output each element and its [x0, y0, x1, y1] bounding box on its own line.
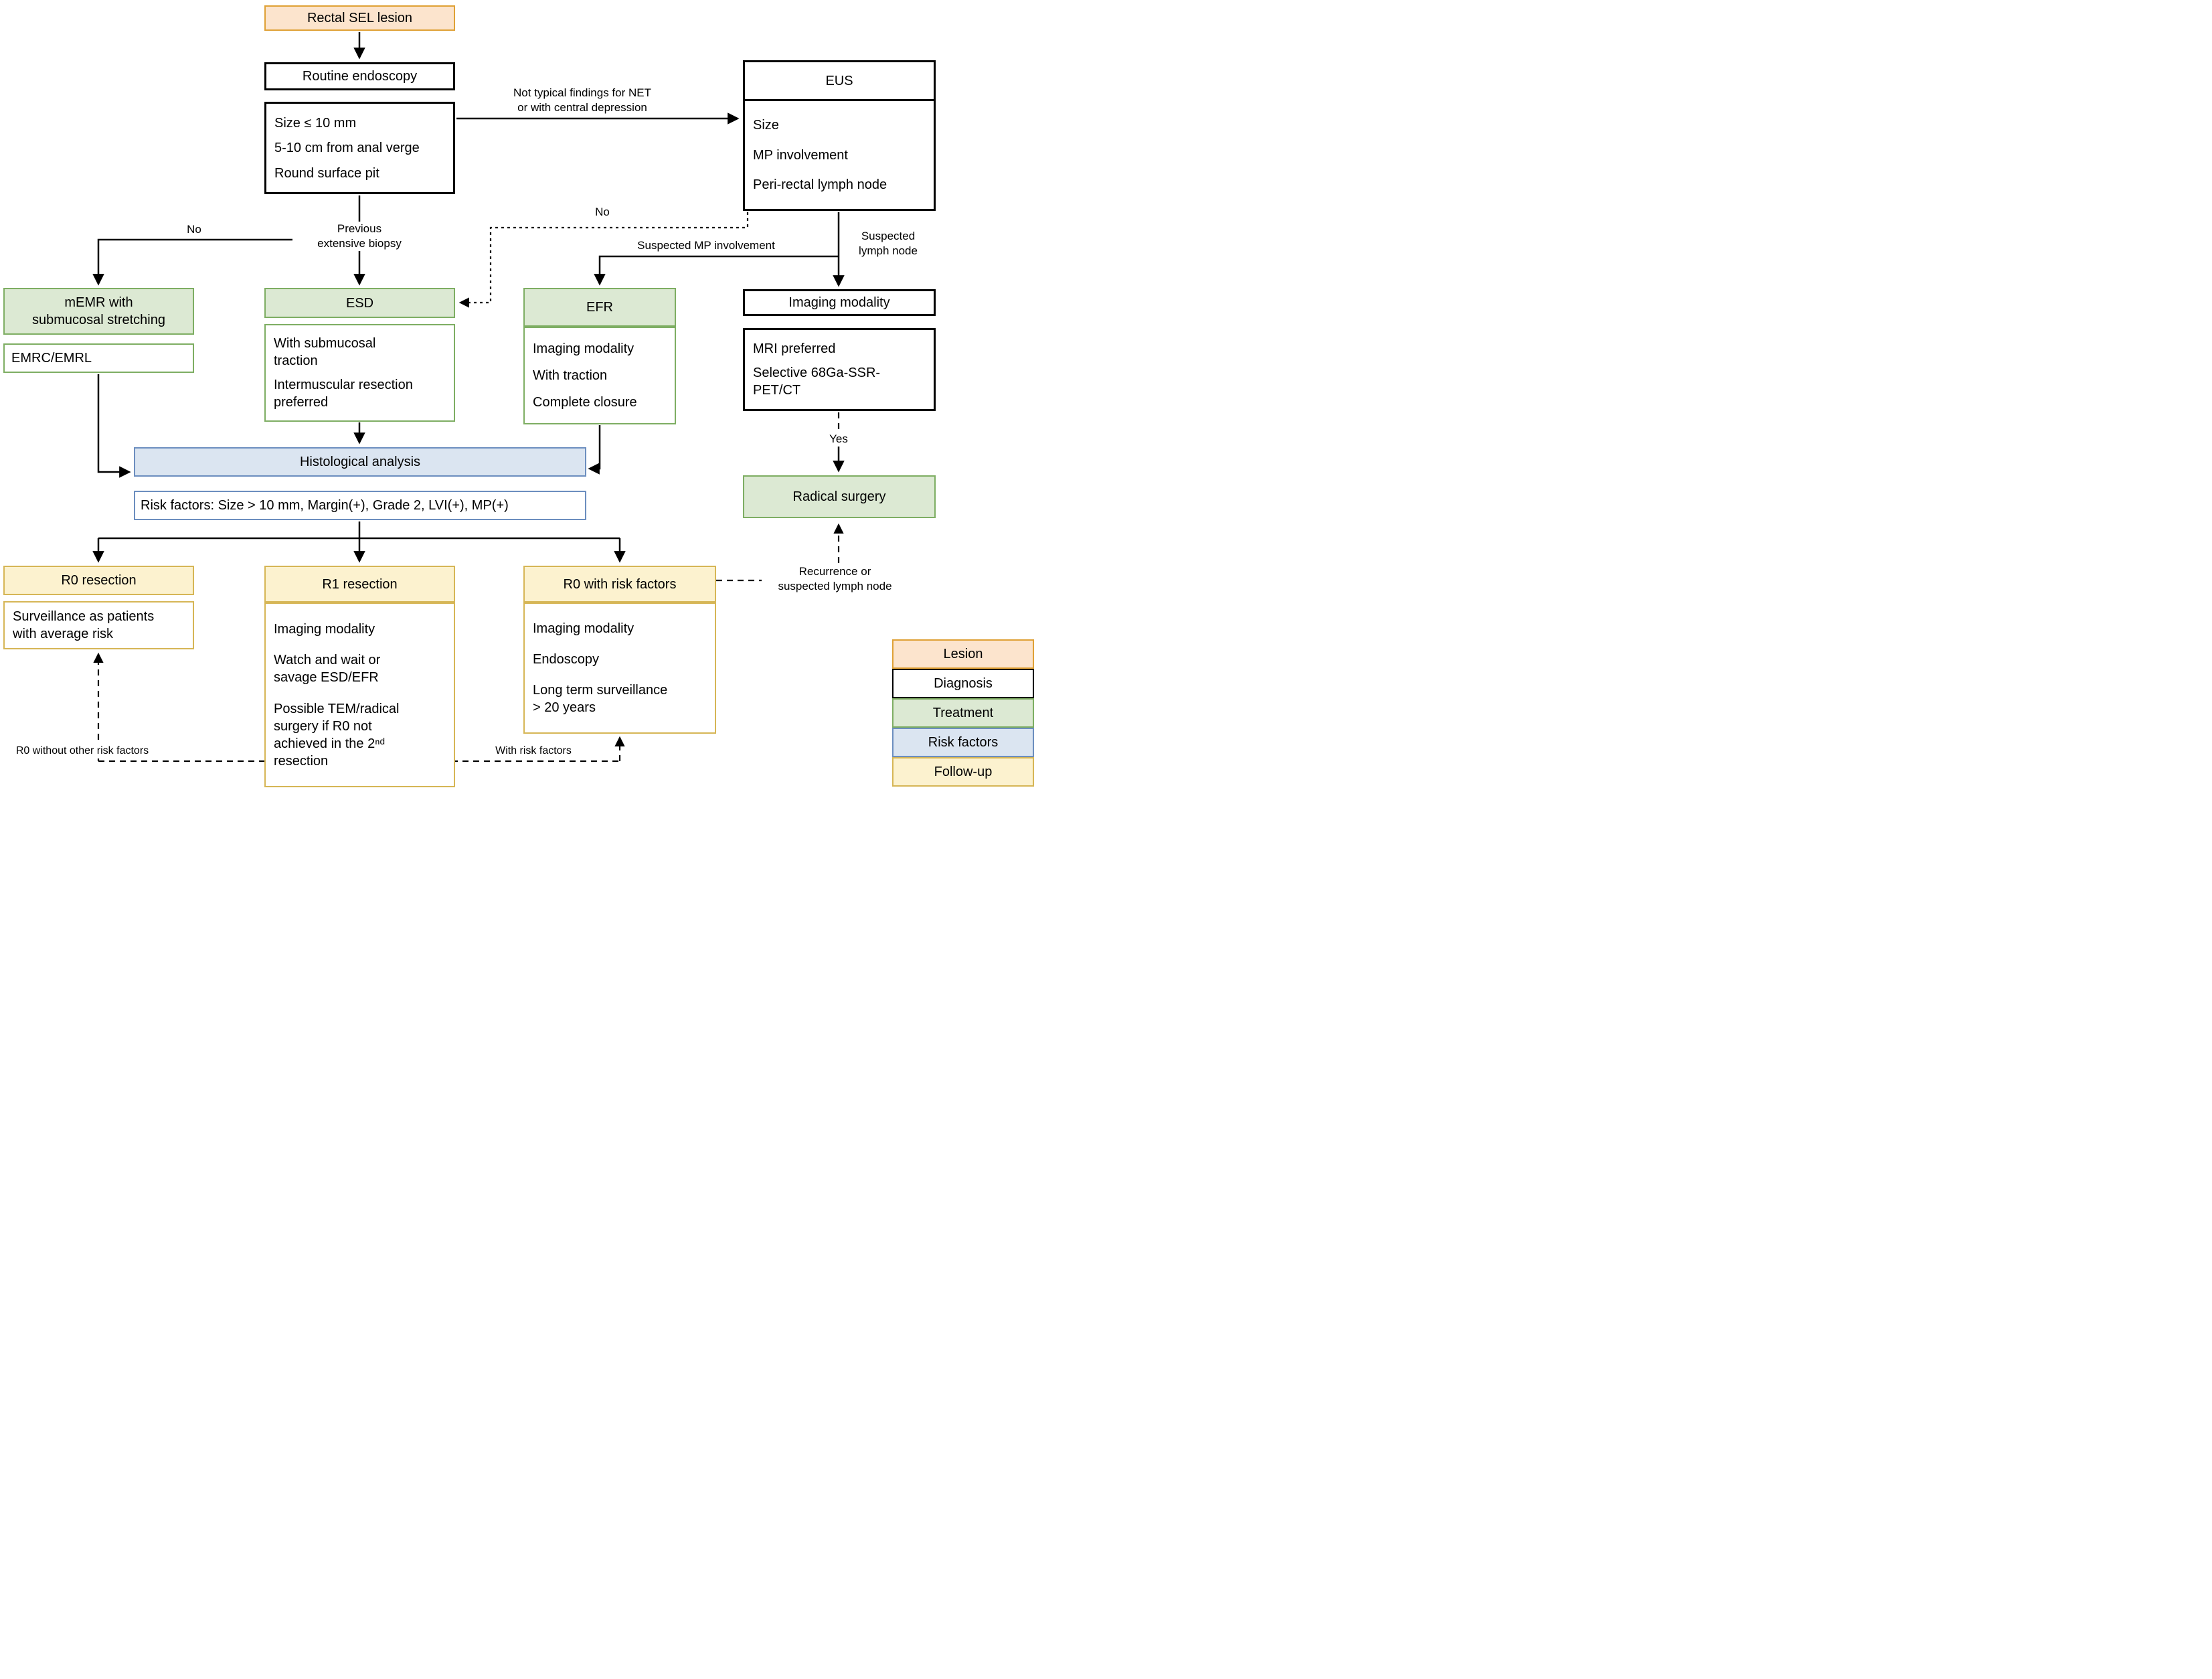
node-r0wrf-header: R0 with risk factors	[523, 566, 716, 603]
arrow-no-branch-to-memr	[92, 238, 359, 286]
node-routine-endoscopy: Routine endoscopy	[264, 62, 455, 90]
label-suspected-mp-involvement: Suspected MP involvement	[622, 238, 790, 254]
node-risk-factors-bar: Risk factors: Size > 10 mm, Margin(+), G…	[134, 491, 586, 520]
node-efr-header: EFR	[523, 288, 676, 327]
efr-item: With traction	[533, 368, 608, 383]
efr-item: Imaging modality	[533, 341, 634, 356]
label-r0-without-other-risk-factors: R0 without other risk factors	[5, 744, 159, 758]
r1-item: Imaging modality	[274, 621, 375, 637]
label-with-risk-factors: With risk factors	[487, 744, 580, 758]
line-histological-splitter	[98, 522, 620, 540]
legend-risk-factors-label: Risk factors	[928, 734, 999, 750]
label-no-left: No	[187, 223, 201, 236]
node-imaging-modality: Imaging modality	[743, 289, 936, 316]
legend-follow-up-label: Follow-up	[934, 764, 993, 779]
legend-treatment-label: Treatment	[932, 705, 994, 720]
node-r0-header: R0 resection	[3, 566, 194, 595]
arrow-efr-to-histological	[588, 425, 601, 475]
node-emrc-emrl: EMRC/EMRL	[3, 343, 194, 373]
node-esd-header: ESD	[264, 288, 455, 318]
r0wrf-item: Long term surveillance> 20 years	[533, 683, 668, 715]
legend-treatment: Treatment	[892, 698, 1034, 728]
eus-title: EUS	[745, 62, 934, 101]
arrow-eus-no-to-esd	[458, 212, 749, 308]
legend-risk-factors: Risk factors	[892, 728, 1034, 757]
node-mri-preferred: MRI preferred Selective 68Ga-SSR-PET/CT	[743, 328, 936, 411]
node-r0wrf-body: Imaging modality Endoscopy Long term sur…	[523, 603, 716, 734]
mri-item: Selective 68Ga-SSR-PET/CT	[753, 366, 881, 398]
r0wrf-item: Imaging modality	[533, 621, 634, 636]
node-histological-analysis: Histological analysis	[134, 447, 586, 477]
arrow-eus-to-efr	[594, 255, 839, 286]
node-r1-header: R1 resection	[264, 566, 455, 603]
node-radical-surgery: Radical surgery	[743, 475, 936, 518]
legend-follow-up: Follow-up	[892, 757, 1034, 787]
legend-diagnosis: Diagnosis	[892, 669, 1034, 698]
legend-diagnosis-label: Diagnosis	[934, 675, 993, 691]
label-yes: Yes	[820, 432, 857, 447]
arrow-emrc-to-histological	[97, 374, 131, 478]
legend-lesion: Lesion	[892, 639, 1034, 669]
label-no-dashed: No	[595, 206, 610, 218]
flowchart-canvas: Rectal SEL lesion Routine endoscopy Size…	[0, 0, 1035, 794]
node-efr-body: Imaging modality With traction Complete …	[523, 327, 676, 424]
legend-lesion-label: Lesion	[943, 646, 983, 661]
node-rectal-sel-lesion: Rectal SEL lesion	[264, 5, 455, 31]
efr-item: Complete closure	[533, 395, 637, 410]
mri-item: MRI preferred	[753, 341, 836, 356]
r0wrf-item: Endoscopy	[533, 652, 599, 667]
